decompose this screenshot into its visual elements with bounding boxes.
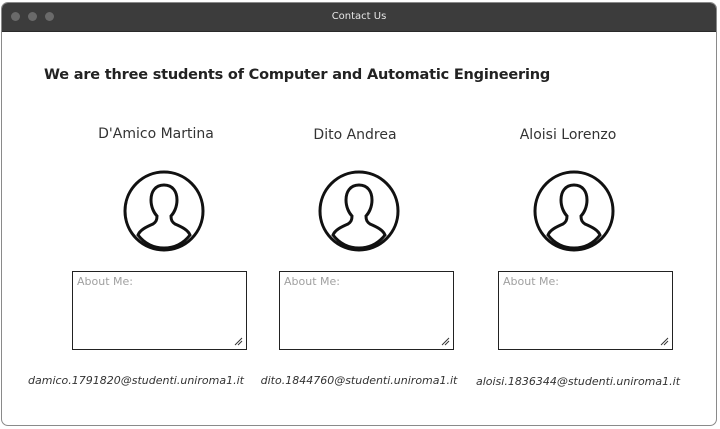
about-me-textarea-damico[interactable]: About Me: [72, 271, 247, 350]
page-heading: We are three students of Computer and Au… [44, 67, 551, 83]
avatar-icon [318, 170, 400, 252]
about-me-textarea-aloisi[interactable]: About Me: [498, 271, 673, 350]
resize-grip-icon[interactable] [440, 336, 450, 346]
about-me-textarea-dito[interactable]: About Me: [279, 271, 454, 350]
person-name-damico: D'Amico Martina [98, 126, 214, 142]
resize-grip-icon[interactable] [233, 336, 243, 346]
close-window-icon[interactable] [11, 12, 20, 21]
avatar-icon [533, 170, 615, 252]
about-me-placeholder: About Me: [284, 275, 340, 288]
minimize-window-icon[interactable] [28, 12, 37, 21]
email-aloisi: aloisi.1836344@studenti.uniroma1.it [475, 375, 681, 388]
maximize-window-icon[interactable] [45, 12, 54, 21]
email-damico: damico.1791820@studenti.uniroma1.it [28, 374, 244, 387]
resize-grip-icon[interactable] [659, 336, 669, 346]
email-dito: dito.1844760@studenti.uniroma1.it [260, 374, 458, 387]
window-title: Contact Us [331, 11, 387, 22]
about-me-placeholder: About Me: [77, 275, 133, 288]
person-name-dito: Dito Andrea [313, 127, 397, 143]
person-name-aloisi: Aloisi Lorenzo [519, 127, 617, 143]
avatar-icon [123, 170, 205, 252]
title-bar: Contact Us [2, 3, 716, 32]
about-me-placeholder: About Me: [503, 275, 559, 288]
